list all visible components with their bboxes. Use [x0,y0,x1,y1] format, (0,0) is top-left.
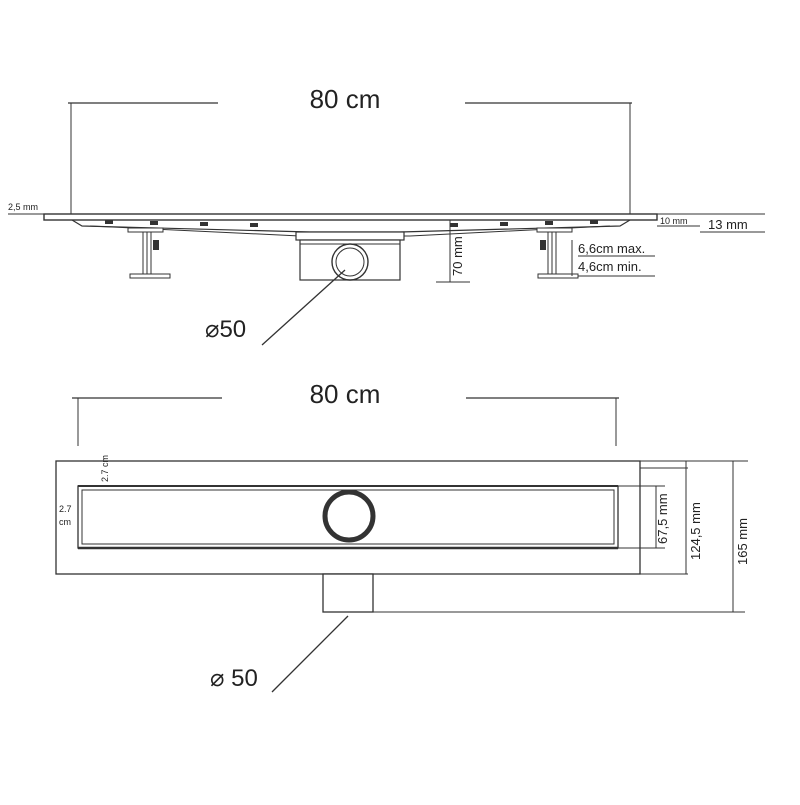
top-pipe-label: ⌀ 50 [210,665,258,692]
top-width-label: 80 cm [310,379,381,409]
flange-left-label-2: cm [59,517,71,527]
outlet-box [295,231,405,281]
total-rim-label: 13 mm [708,217,748,232]
side-pipe-circle [331,243,369,281]
side-pipe-leader [261,269,346,346]
top-pipe-leader [271,615,349,693]
grate-plate [43,213,658,221]
grate-thickness-label: 2,5 mm [8,202,38,212]
grate-top [81,489,615,545]
total-width-label: 165 mm [735,518,750,565]
foot-min-label: 4,6cm min. [578,259,642,274]
side-width-label: 80 cm [310,84,381,114]
grate-slots [105,220,598,227]
side-view: 80 cm 2,5 mm [8,84,765,346]
flange-top-label: 2.7 cm [100,455,110,482]
right-foot [536,227,579,279]
rim-label: 10 mm [660,216,688,226]
foot-max-label: 6,6cm max. [578,241,645,256]
frame-width-label: 124,5 mm [688,502,703,560]
outlet-height-label: 70 mm [450,236,465,276]
top-outlet-tube [322,573,374,613]
left-foot [127,227,171,279]
top-view: 80 cm 2.7 cm 2.7 cm ⌀ 50 67,5 mm 124,5 m… [55,379,750,693]
channel-width-label: 67,5 mm [655,493,670,544]
side-pipe-label: ⌀50 [205,316,246,343]
top-drain-circle [322,489,376,543]
flange-left-label-1: 2.7 [59,504,72,514]
